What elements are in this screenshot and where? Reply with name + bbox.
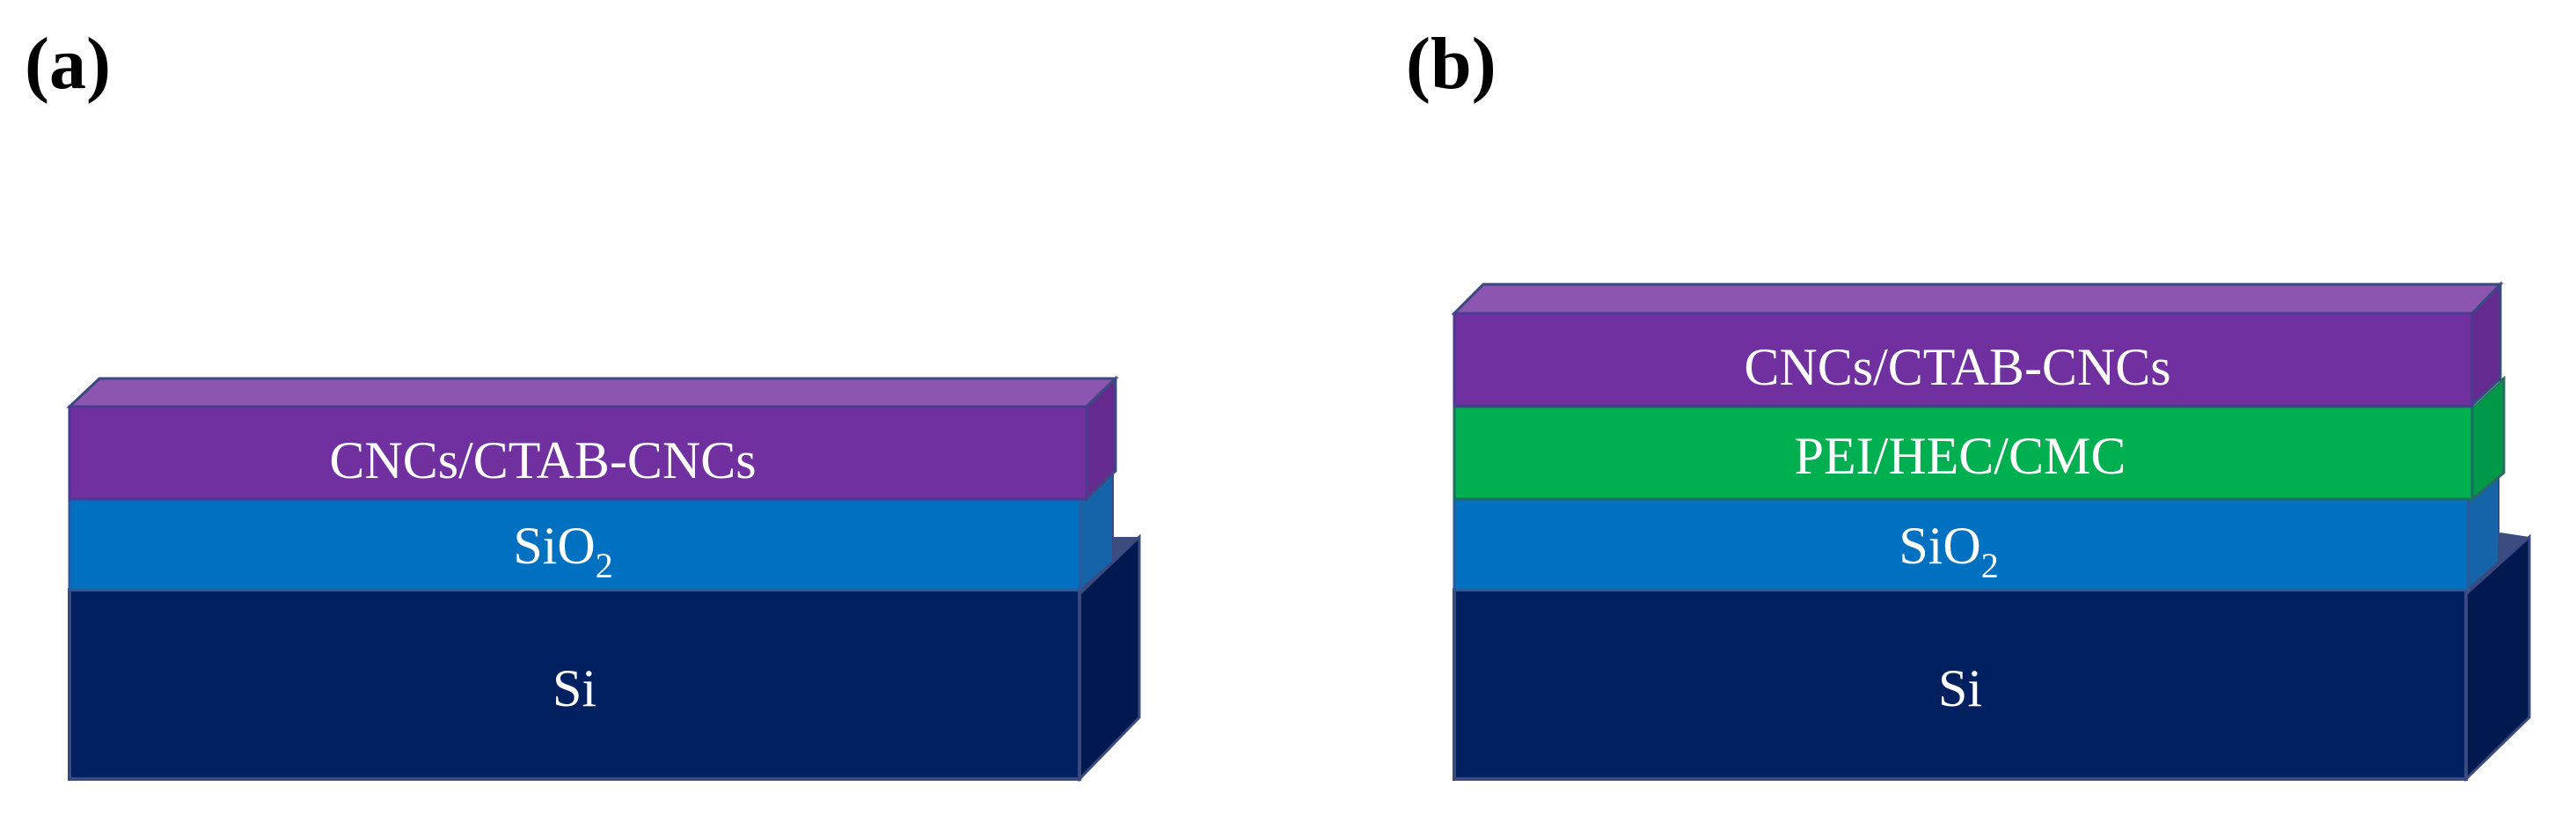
cnc-layer-a: CNCs/CTAB-CNCs — [66, 375, 1119, 503]
sio2-label: SiO2 — [513, 517, 612, 585]
si-substrate-b: Si — [1453, 533, 2531, 783]
panel-label-a: (a) — [25, 23, 111, 105]
cnc-top-face — [1451, 283, 2504, 315]
cnc-front-face — [1453, 312, 2474, 408]
polymer-label: PEI/HEC/CMC — [1795, 427, 2126, 485]
polymer-front-face — [1453, 405, 2474, 501]
sio2-layer-b: SiO2 — [1453, 470, 2499, 592]
sio2-label: SiO2 — [1899, 517, 1998, 585]
si-front-face — [1453, 588, 2468, 781]
panel-label-b: (b) — [1406, 23, 1497, 105]
si-front-face — [68, 588, 1081, 781]
cnc-layer-b: CNCs/CTAB-CNCs — [1451, 281, 2504, 408]
sio2-front-face — [1453, 497, 2470, 592]
cnc-label: CNCs/CTAB-CNCs — [1744, 338, 2170, 396]
si-substrate-a: Si — [68, 533, 1141, 783]
cnc-top-face — [66, 377, 1119, 408]
si-label: Si — [1938, 659, 1982, 717]
panel-a: (a) Si SiO2 CNCs/CTAB-CNCs — [25, 23, 1141, 783]
cnc-label: CNCs/CTAB-CNCs — [329, 431, 756, 489]
polymer-layer-b: PEI/HEC/CMC — [1453, 375, 2506, 503]
cnc-front-face — [68, 405, 1088, 501]
panel-b: (b) Si SiO2 PEI/HEC/CMC CNCs/CTAB-CNCs — [1406, 23, 2531, 783]
si-label: Si — [553, 659, 596, 717]
